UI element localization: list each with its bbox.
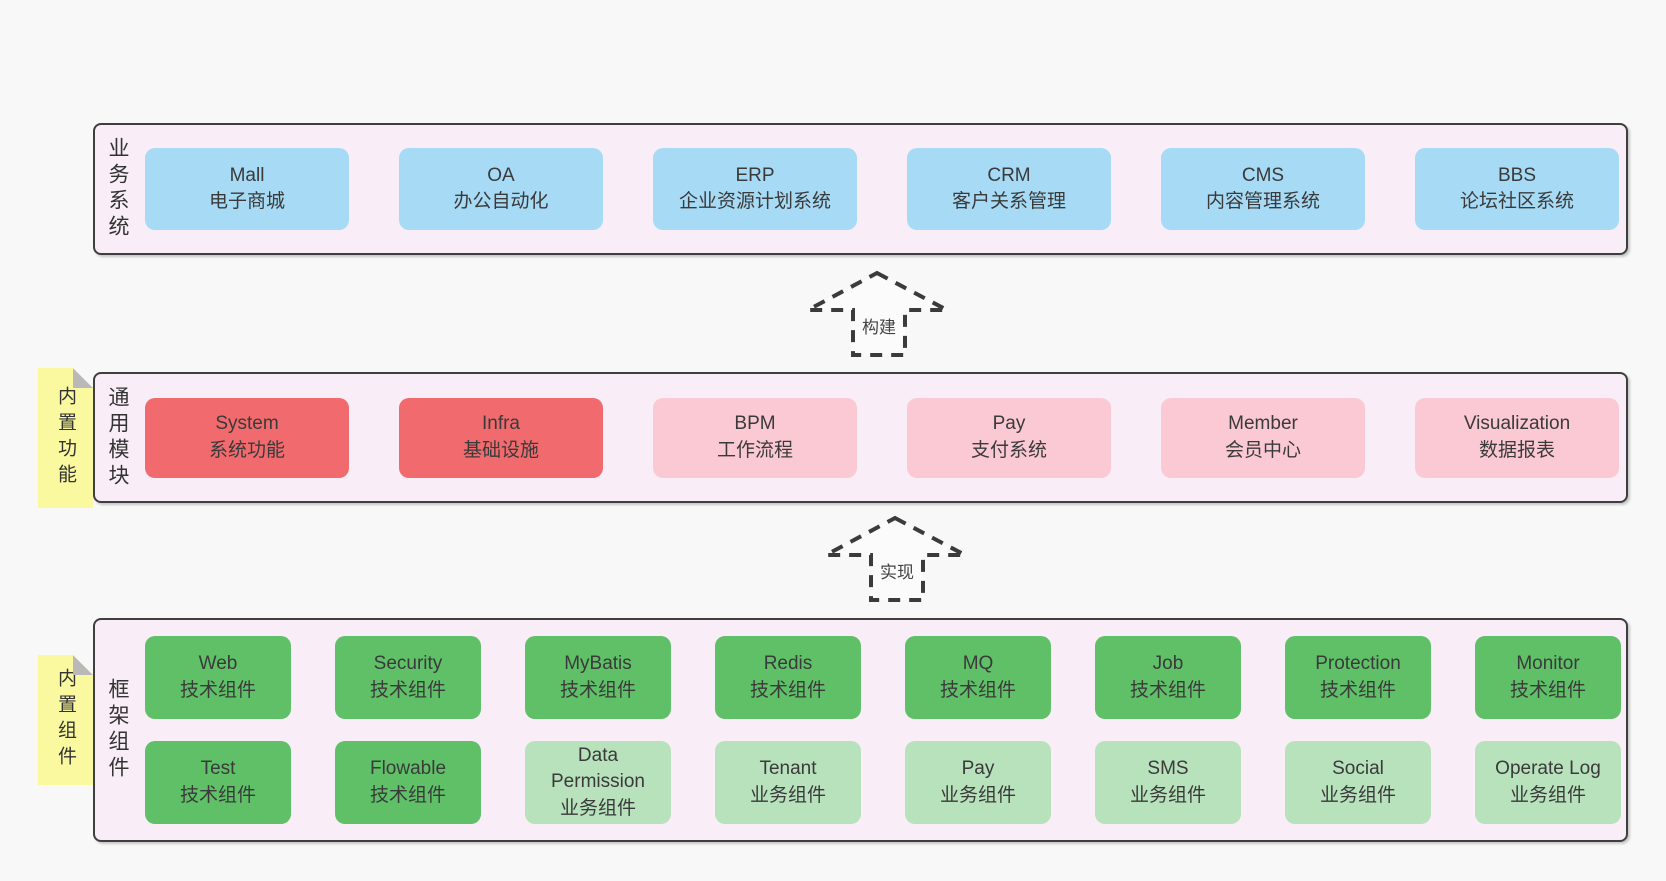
box-protection: Protection 技术组件	[1285, 636, 1431, 719]
box-redis: Redis 技术组件	[715, 636, 861, 719]
box-pay-component: Pay 业务组件	[905, 741, 1051, 824]
box-mall: Mall 电子商城	[145, 148, 349, 230]
box-web: Web 技术组件	[145, 636, 291, 719]
box-mq: MQ 技术组件	[905, 636, 1051, 719]
sticky-tab-label: 内置功能	[55, 386, 76, 490]
box-social: Social 业务组件	[1285, 741, 1431, 824]
folded-corner	[73, 655, 93, 675]
box-cms: CMS 内容管理系统	[1161, 148, 1365, 230]
section-framework-components: 框架组件 Web 技术组件 Security 技术组件 MyBatis 技术组件…	[93, 618, 1628, 842]
arrow-build-label: 构建	[859, 312, 899, 339]
sticky-tab-built-in-components: 内置组件	[38, 655, 93, 785]
box-erp: ERP 企业资源计划系统	[653, 148, 857, 230]
box-data-permission: Data Permission 业务组件	[525, 741, 671, 824]
arrow-implement: 实现	[816, 511, 976, 607]
section-label: 框架组件	[106, 678, 129, 782]
sticky-tab-built-in-features: 内置功能	[38, 368, 93, 508]
section-label: 通用模块	[106, 385, 129, 490]
section-common-modules: 通用模块 System 系统功能 Infra 基础设施 BPM 工作流程 Pay…	[93, 372, 1628, 503]
box-pay: Pay 支付系统	[907, 397, 1111, 478]
section-label: 业务系统	[106, 137, 129, 241]
box-system: System 系统功能	[145, 397, 349, 478]
box-flowable: Flowable 技术组件	[335, 741, 481, 824]
box-tenant: Tenant 业务组件	[715, 741, 861, 824]
folded-corner	[73, 368, 93, 388]
box-bpm: BPM 工作流程	[653, 397, 857, 478]
box-monitor: Monitor 技术组件	[1475, 636, 1621, 719]
box-infra: Infra 基础设施	[399, 397, 603, 478]
sticky-tab-label: 内置组件	[55, 668, 76, 772]
box-bbs: BBS 论坛社区系统	[1415, 148, 1619, 230]
arrow-build: 构建	[798, 266, 958, 362]
section-business-systems: 业务系统 Mall 电子商城 OA 办公自动化 ERP 企业资源计划系统 CRM…	[93, 123, 1628, 255]
box-oa: OA 办公自动化	[399, 148, 603, 230]
box-member: Member 会员中心	[1161, 397, 1365, 478]
box-test: Test 技术组件	[145, 741, 291, 824]
box-job: Job 技术组件	[1095, 636, 1241, 719]
box-mybatis: MyBatis 技术组件	[525, 636, 671, 719]
box-visualization: Visualization 数据报表	[1415, 397, 1619, 478]
box-sms: SMS 业务组件	[1095, 741, 1241, 824]
box-security: Security 技术组件	[335, 636, 481, 719]
arrow-implement-label: 实现	[877, 557, 917, 584]
box-crm: CRM 客户关系管理	[907, 148, 1111, 230]
box-operate-log: Operate Log 业务组件	[1475, 741, 1621, 824]
